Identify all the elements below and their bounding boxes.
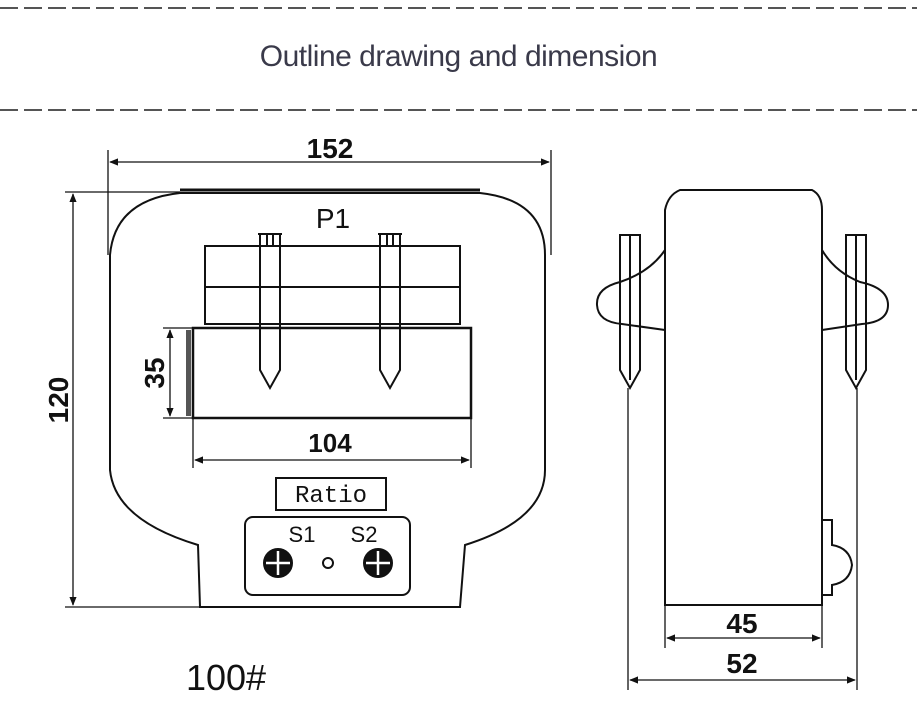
center-hole: [322, 557, 334, 569]
dim-label-104: 104: [308, 428, 352, 458]
side-right-lug: [821, 249, 890, 331]
dim-label-120: 120: [43, 377, 74, 424]
side-pin-left: [619, 234, 641, 391]
core-window: [191, 326, 473, 420]
dim-label-52: 52: [726, 648, 757, 679]
secondary-terminal-board: [244, 516, 411, 596]
front-body-outline: [109, 192, 546, 608]
side-left-lug: [595, 249, 666, 331]
dim-label-45: 45: [726, 608, 757, 639]
side-pin-right: [845, 234, 867, 391]
front-view: [109, 188, 546, 608]
secondary-label-s1: S1: [289, 522, 316, 547]
secondary-label-s2: S2: [351, 522, 378, 547]
primary-pin-right: [378, 233, 402, 391]
drawing-title: Outline drawing and dimension: [259, 40, 658, 73]
side-terminal-bump: [822, 519, 854, 596]
side-body-outline: [664, 189, 823, 606]
dim-label-35: 35: [139, 357, 170, 388]
primary-pin-left: [258, 233, 282, 391]
terminal-label-p1: P1: [316, 203, 350, 234]
model-label: 100#: [186, 657, 266, 698]
side-view: [595, 189, 890, 606]
dim-label-152: 152: [307, 133, 354, 164]
ratio-plate: [275, 477, 387, 511]
terminal-block: [204, 245, 461, 325]
ratio-label: Ratio: [295, 483, 367, 510]
